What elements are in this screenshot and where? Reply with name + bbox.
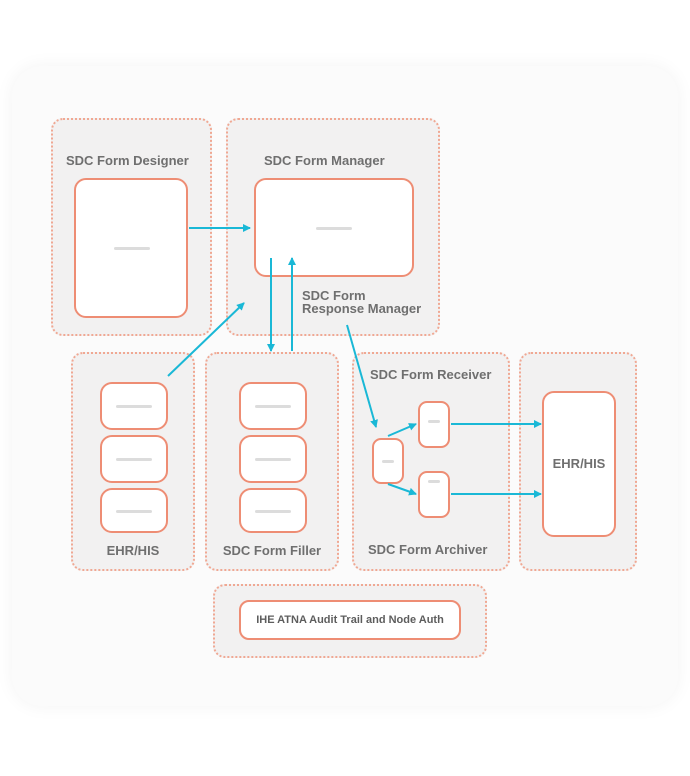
response-manager-title-line2: Response Manager	[302, 301, 422, 316]
archiver-placeholder	[428, 480, 440, 483]
form-manager-placeholder	[316, 227, 352, 230]
router-box	[372, 438, 404, 484]
receiver-placeholder	[428, 420, 440, 423]
ehr-his-right-title: EHR/HIS	[552, 456, 606, 471]
form-archiver-title: SDC Form Archiver	[368, 542, 488, 557]
receiver-box	[418, 401, 450, 448]
ehr-his-left-box-1	[100, 382, 168, 430]
ehr-his-left-placeholder-2	[116, 458, 152, 461]
router-placeholder	[382, 460, 394, 463]
audit-trail-box	[239, 600, 461, 640]
form-receiver-title: SDC Form Receiver	[370, 367, 492, 382]
ehr-his-left-placeholder-3	[116, 510, 152, 513]
ehr-his-right-box	[542, 391, 616, 537]
form-filler-title: SDC Form Filler	[222, 543, 322, 558]
form-filler-placeholder-3	[255, 510, 291, 513]
form-designer-placeholder	[114, 247, 150, 250]
form-filler-placeholder-2	[255, 458, 291, 461]
form-filler-placeholder-1	[255, 405, 291, 408]
ehr-his-left-title: EHR/HIS	[106, 543, 160, 558]
archiver-box	[418, 471, 450, 518]
form-designer-title: SDC Form Designer	[66, 153, 189, 168]
response-manager-title-line1: SDC Form	[302, 288, 366, 303]
ehr-his-left-placeholder-1	[116, 405, 152, 408]
audit-trail-label: IHE ATNA Audit Trail and Node Auth	[256, 614, 444, 626]
form-manager-title: SDC Form Manager	[264, 153, 385, 168]
